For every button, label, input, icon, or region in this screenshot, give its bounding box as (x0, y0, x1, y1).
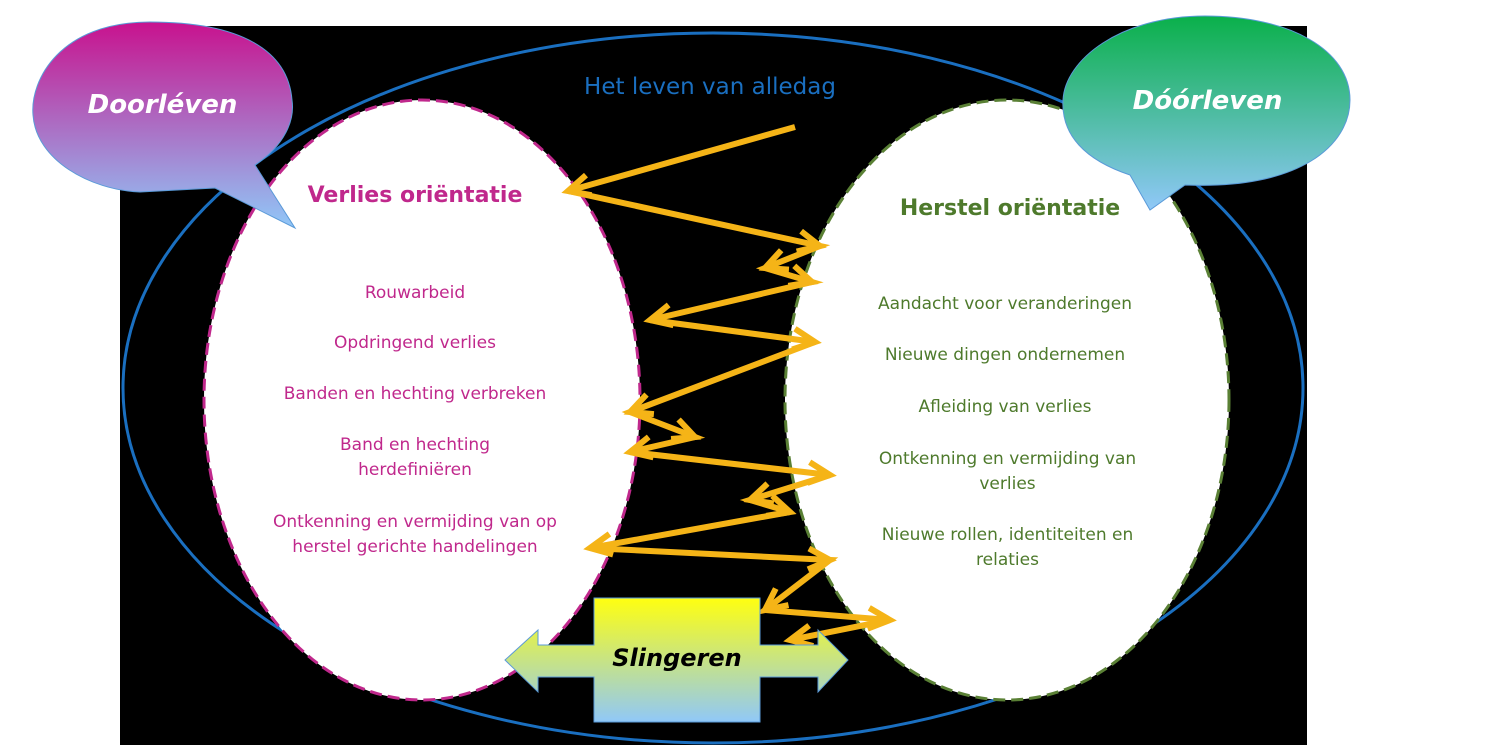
restoration-item: Aandacht voor veranderingen (878, 294, 1132, 314)
arrowhead-icon (643, 302, 675, 329)
arrowhead-icon (759, 587, 790, 615)
restoration-orientation-ellipse (783, 98, 1231, 702)
loss-item: Opdringend verlies (334, 333, 496, 353)
restoration-item: Nieuwe dingen ondernemen (884, 345, 1126, 365)
arrowhead-icon (561, 172, 593, 199)
restoration-item: Nieuwe rollen, identiteiten en relaties (881, 525, 1134, 570)
restoration-item: Ontkenning en vermijding van verlies (878, 449, 1137, 494)
arrowhead-icon (806, 459, 837, 486)
loss-item: Ontkenning en vermijding van op herstel … (273, 512, 557, 557)
arrowhead-icon (670, 417, 702, 442)
doorleven-right-label: Dóórleven (1132, 86, 1283, 116)
loss-title: Verlies oriëntatie (307, 183, 523, 208)
arrowhead-icon (783, 623, 814, 649)
arrowhead-icon (623, 392, 655, 418)
loss-item: Band en hechting herdefiniëren (340, 435, 490, 480)
arrowhead-icon (743, 481, 775, 507)
loss-item: Banden en hechting verbreken (283, 384, 547, 404)
arrowhead-icon (583, 531, 614, 558)
arrowhead-icon (623, 434, 655, 461)
slingeren-label: Slingeren (612, 644, 742, 672)
arrowhead-icon (787, 263, 819, 289)
doorleven-right-speech-bubble (1062, 15, 1351, 211)
oscillation-zigzag (561, 124, 897, 649)
doorleven-label: Doorléven (87, 90, 238, 120)
arrowhead-icon (791, 326, 822, 353)
arrowhead-icon (758, 248, 790, 273)
zigzag-line (567, 124, 891, 643)
arrowhead-icon (806, 545, 837, 573)
doorleven-speech-bubble (32, 21, 297, 230)
slingeren-double-arrow (504, 597, 849, 723)
loss-item: Rouwarbeid (364, 283, 466, 303)
restoration-item: Afleiding van verlies (918, 397, 1092, 417)
arrowhead-icon (765, 493, 797, 519)
restoration-title: Herstel oriëntatie (899, 196, 1121, 221)
everyday-life-title: Het leven van alledag (584, 74, 836, 100)
arrowhead-icon (866, 605, 897, 632)
arrowhead-icon (795, 228, 827, 255)
everyday-life-ellipse (121, 31, 1305, 745)
